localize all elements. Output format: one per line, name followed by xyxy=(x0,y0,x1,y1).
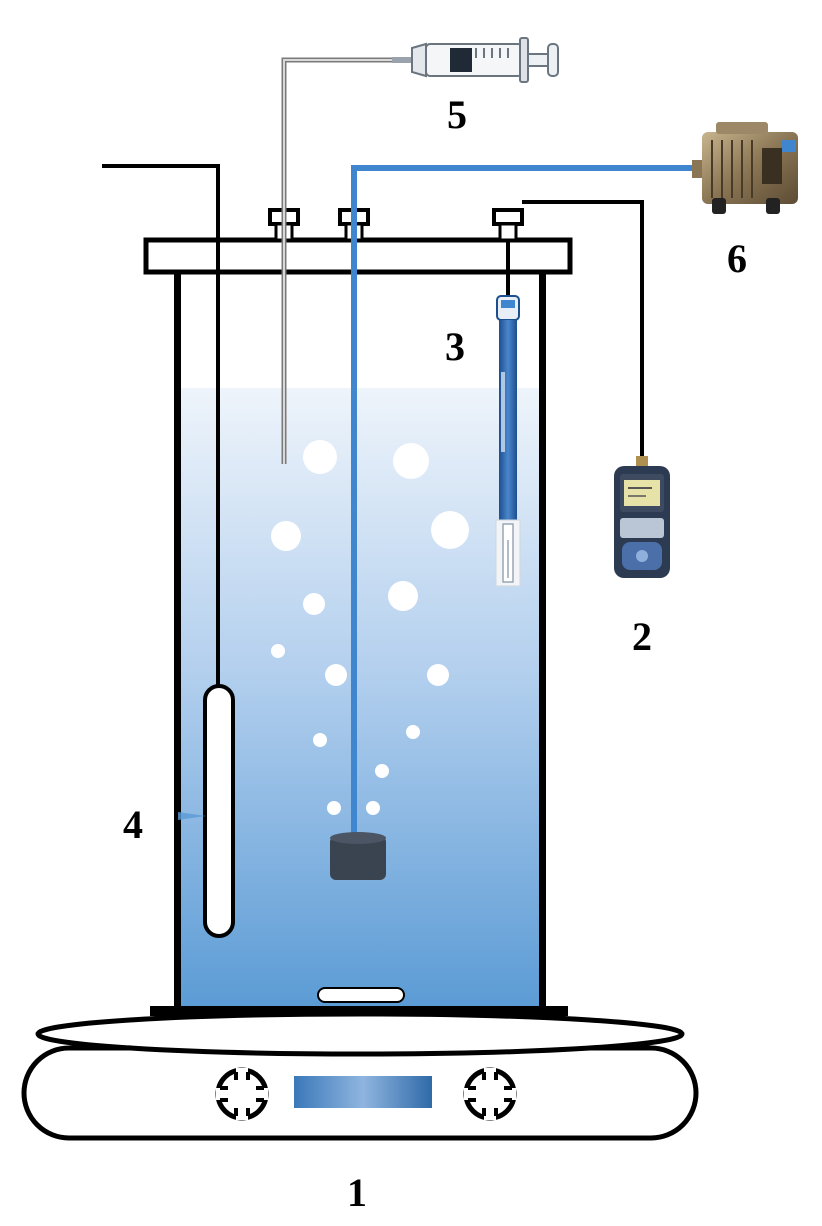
label-probe: 3 xyxy=(445,324,465,369)
electrode-probe-icon xyxy=(495,240,521,587)
bubble xyxy=(388,581,418,611)
bubble xyxy=(327,801,341,815)
bubble xyxy=(303,593,325,615)
bubble xyxy=(366,801,380,815)
bubble xyxy=(431,511,469,549)
bubble xyxy=(427,664,449,686)
label-meter: 2 xyxy=(632,614,652,659)
magnetic-stirrer-icon xyxy=(21,1011,699,1141)
bubble xyxy=(393,443,429,479)
sampling-line xyxy=(281,57,400,464)
thermometer-icon xyxy=(102,164,235,938)
air-line xyxy=(330,165,700,880)
stirrer-display xyxy=(294,1076,432,1108)
vessel-base xyxy=(150,1006,568,1016)
bubble xyxy=(303,440,337,474)
lid-ports xyxy=(268,208,524,242)
bubble xyxy=(375,764,389,778)
label-air-pump: 6 xyxy=(727,236,747,281)
air-diffuser xyxy=(330,836,386,880)
reactor-vessel xyxy=(143,237,573,1016)
thermometer-pointer xyxy=(178,812,206,820)
air-bubbles xyxy=(271,440,469,815)
air-tube xyxy=(351,165,700,838)
label-stirrer: 1 xyxy=(347,1170,367,1215)
port-probe xyxy=(492,208,524,242)
bubble xyxy=(406,725,420,739)
meter-cable xyxy=(522,200,644,460)
stirrer-knob-left xyxy=(215,1067,269,1121)
bubble xyxy=(325,664,347,686)
label-syringe: 5 xyxy=(447,92,467,137)
stirrer-plate xyxy=(35,1011,685,1057)
syringe-icon xyxy=(392,37,559,83)
stirrer-knob-right xyxy=(463,1067,517,1121)
bubble xyxy=(271,521,301,551)
liquid xyxy=(180,388,540,1008)
label-thermometer: 4 xyxy=(123,802,143,847)
thermometer-cable xyxy=(102,164,220,688)
handheld-meter-icon xyxy=(614,456,670,578)
bubble xyxy=(271,644,285,658)
thermometer-bulb xyxy=(203,684,235,938)
stir-bar xyxy=(317,987,405,1003)
bubble xyxy=(313,733,327,747)
vessel-wall-right xyxy=(539,270,546,1010)
vessel-wall-left xyxy=(174,270,181,1010)
air-pump-icon xyxy=(692,122,798,214)
